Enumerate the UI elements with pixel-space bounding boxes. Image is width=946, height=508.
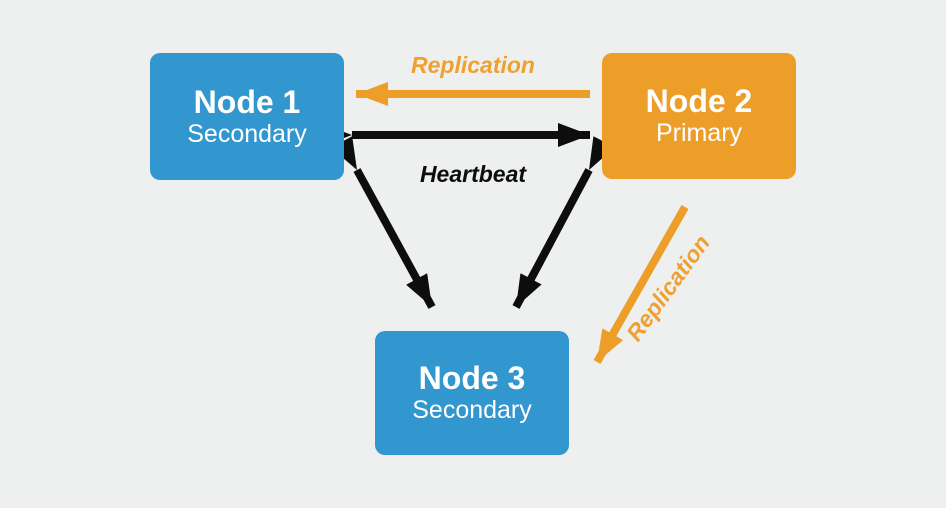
replication-label-horizontal: Replication	[411, 52, 535, 78]
node-2-role: Primary	[655, 119, 743, 148]
heartbeat-arrow-node1-node3	[331, 136, 436, 309]
node-3-box: Node 3 Secondary	[375, 331, 569, 455]
node-1-title: Node 1	[193, 83, 301, 120]
node-3-title: Node 3	[418, 360, 526, 397]
node-3-role: Secondary	[412, 396, 532, 425]
heartbeat-label: Heartbeat	[419, 161, 527, 187]
node-1-role: Secondary	[187, 119, 307, 148]
heartbeat-arrow-node2-node3	[512, 136, 615, 309]
node-1-box: Node 1 Secondary	[150, 53, 344, 180]
node-2-title: Node 2	[645, 83, 753, 120]
replication-arrow-node2-to-node3	[593, 205, 689, 364]
node-2-box: Node 2 Primary	[602, 53, 796, 179]
